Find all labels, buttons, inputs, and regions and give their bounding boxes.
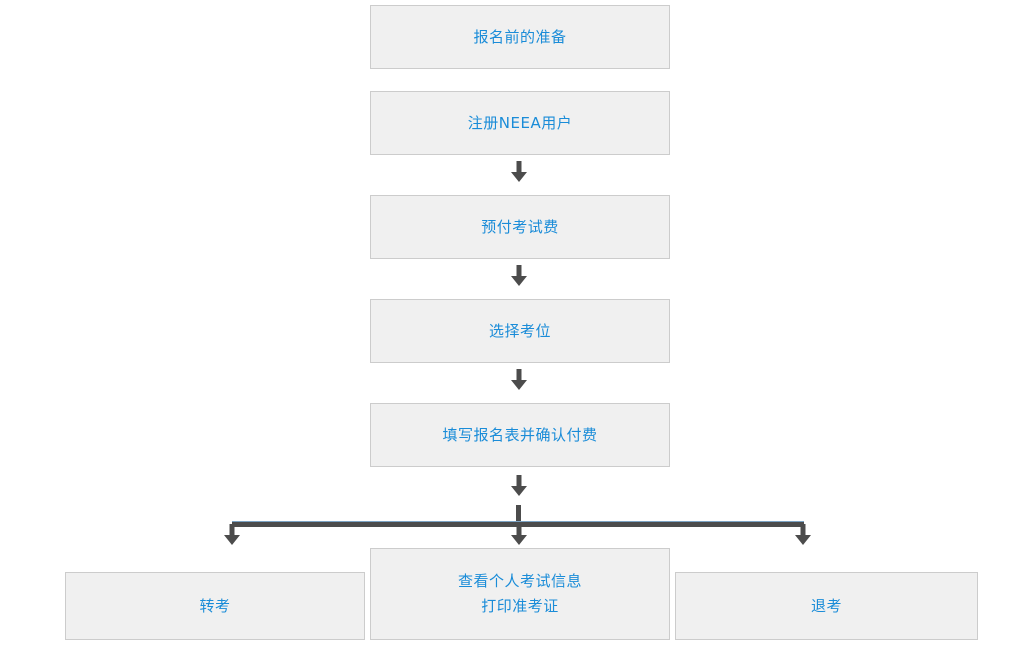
- node-label: 退考: [810, 596, 842, 615]
- node-label-line-2: 打印准考证: [481, 597, 559, 615]
- node-select-test-seat[interactable]: 选择考位: [370, 299, 670, 363]
- node-view-exam-info-print-admission-ticket[interactable]: 查看个人考试信息 打印准考证: [370, 548, 670, 640]
- node-transfer-exam[interactable]: 转考: [65, 572, 365, 640]
- arrow-down-icon: [508, 369, 530, 391]
- node-fill-form-and-confirm-payment[interactable]: 填写报名表并确认付费: [370, 403, 670, 467]
- arrow-down-icon: [792, 524, 814, 546]
- node-label: 注册NEEA用户: [467, 113, 573, 132]
- node-label: 选择考位: [488, 321, 551, 340]
- arrow-down-icon: [221, 524, 243, 546]
- node-label: 预付考试费: [481, 217, 559, 236]
- arrow-down-icon: [508, 161, 530, 183]
- node-label: 转考: [199, 596, 231, 615]
- node-label-line-1: 查看个人考试信息: [457, 572, 582, 590]
- node-label: 报名前的准备: [473, 27, 567, 46]
- node-withdraw-exam[interactable]: 退考: [675, 572, 978, 640]
- arrow-down-icon: [508, 524, 530, 546]
- branch-connector-stem: [516, 505, 521, 525]
- node-label: 填写报名表并确认付费: [442, 425, 598, 444]
- node-register-neea-account[interactable]: 注册NEEA用户: [370, 91, 670, 155]
- node-label-multiline: 查看个人考试信息 打印准考证: [371, 569, 669, 619]
- node-prepay-exam-fee[interactable]: 预付考试费: [370, 195, 670, 259]
- arrow-down-icon: [508, 475, 530, 497]
- node-preparation-before-registration[interactable]: 报名前的准备: [370, 5, 670, 69]
- arrow-down-icon: [508, 265, 530, 287]
